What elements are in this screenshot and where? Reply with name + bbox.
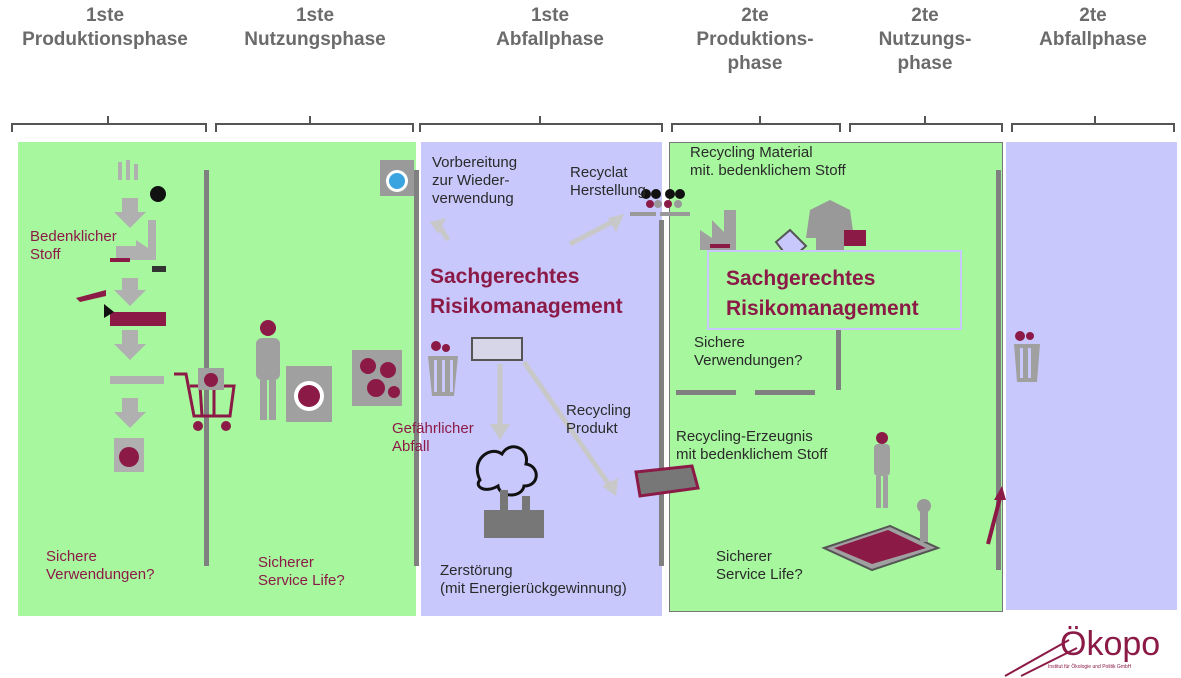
label-recyclat-herstellung: Recyclat Herstellung <box>570 164 646 199</box>
phase-header-4: 2te Produktions- phase <box>696 5 814 74</box>
dash-line <box>755 390 815 395</box>
incineration-icon <box>476 445 544 538</box>
label-bedenklicher-stoff: Bedenklicher Stoff <box>30 228 117 263</box>
separator-bar-3 <box>659 220 664 566</box>
recyclat-icon <box>630 189 690 216</box>
phase-header-5: 2te Nutzungs- phase <box>878 5 972 74</box>
risk-management-box-2 <box>707 250 962 330</box>
phase-braces <box>11 116 1175 132</box>
label-sichere-verwendungen-1: Sichere Verwendungen? <box>46 548 155 583</box>
shopping-cart-icon <box>174 368 236 431</box>
reuse-washer-icon <box>380 160 414 196</box>
label-vorbereitung: Vorbereitung zur Wieder- verwendung <box>432 154 518 207</box>
label-sicherer-service-life-2: Sicherer Service Life? <box>716 548 803 583</box>
label-recycling-material: Recycling Material mit. bedenklichem Sto… <box>690 144 846 179</box>
return-arrow-icon <box>986 486 1006 545</box>
separator-bar-5 <box>996 170 1001 570</box>
appliances-stack-icon <box>352 350 402 406</box>
production-chain-icons <box>76 160 166 472</box>
logo-subtitle: Institut für Ökologie und Politik GmbH <box>1048 664 1132 670</box>
label-zerstoerung: Zerstörung (mit Energierückgewinnung) <box>440 562 627 597</box>
consumer-2-icon <box>821 432 941 572</box>
oekopo-logo <box>1004 639 1078 677</box>
logo-text: Ökopo <box>1060 625 1161 663</box>
dash-line <box>676 390 736 395</box>
separator-bar-4 <box>836 290 841 390</box>
waste-flow-arrows <box>430 214 624 496</box>
risk-management-text-2: Sachgerechtes Risikomanagement <box>726 267 919 320</box>
recycling-product-icon <box>634 464 700 498</box>
trash-bin-icon <box>428 341 458 396</box>
risk-management-text-1: Sachgerechtes Risikomanagement <box>430 265 623 318</box>
production-2-icons <box>700 200 866 266</box>
phase-header-3: 1ste Abfallphase <box>496 5 604 50</box>
label-recycling-produkt: Recycling Produkt <box>566 402 632 437</box>
consumer-icon <box>256 320 332 422</box>
phase-header-6: 2te Abfallphase <box>1039 5 1147 50</box>
label-recycling-erzeugnis: Recycling-Erzeugnis mit bedenklichem Sto… <box>676 428 828 463</box>
phase-header-2: 1ste Nutzungsphase <box>244 5 386 50</box>
label-sichere-verwendungen-2: Sichere Verwendungen? <box>694 334 803 369</box>
label-gefaehrlicher-abfall: Gefährlicher Abfall <box>392 420 474 455</box>
label-sicherer-service-life-1: Sicherer Service Life? <box>258 554 345 589</box>
phase-header-1: 1ste Produktionsphase <box>22 5 188 50</box>
trash-bin-icon-2 <box>1014 331 1040 382</box>
separator-bar-2 <box>414 170 419 566</box>
